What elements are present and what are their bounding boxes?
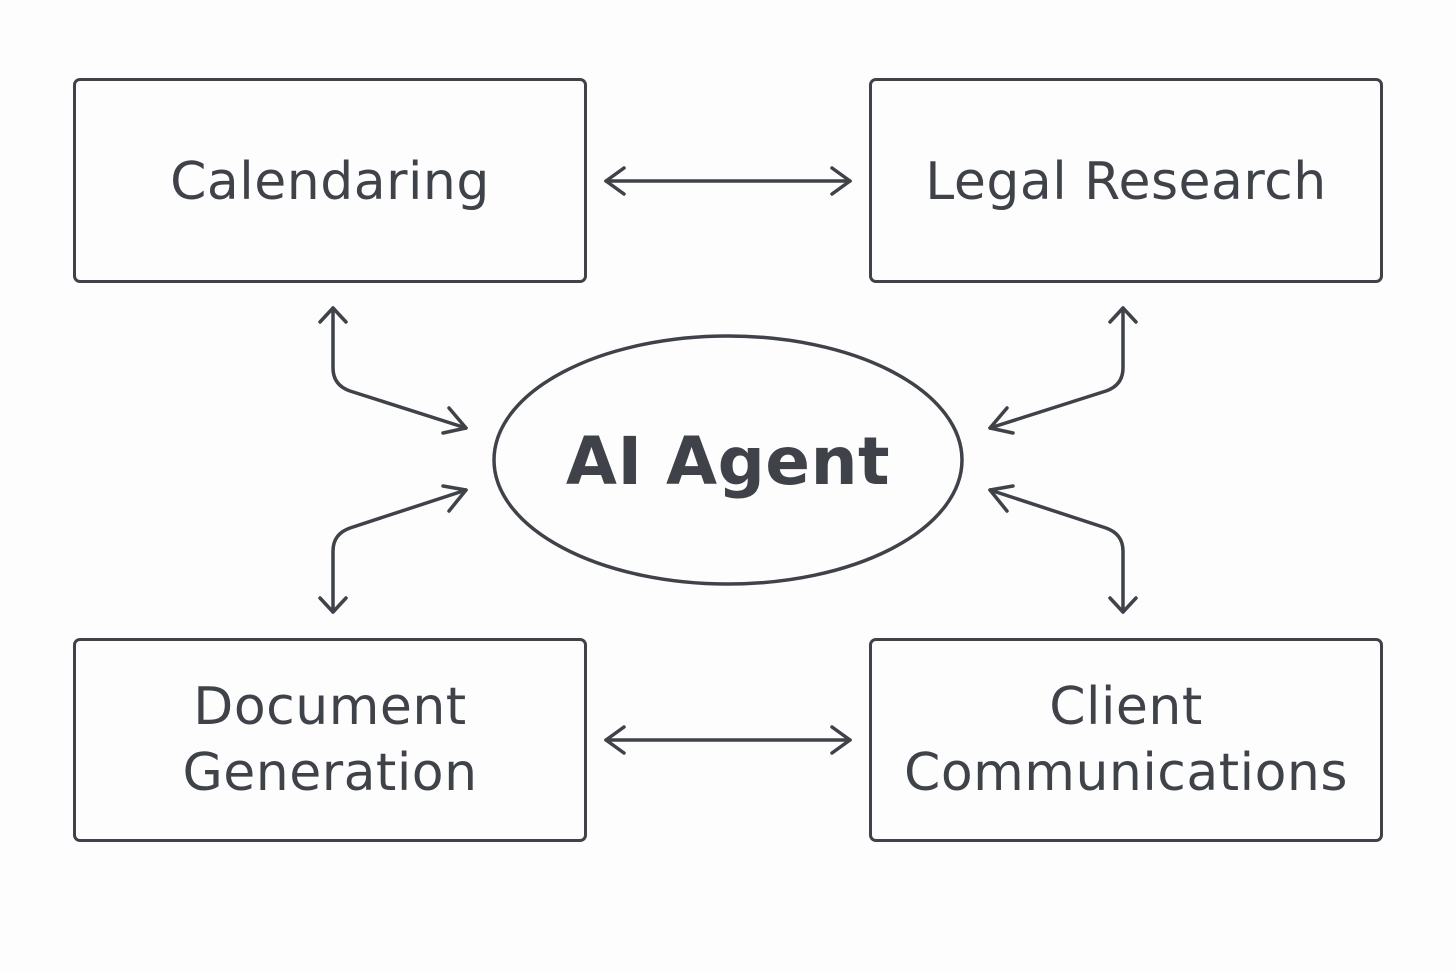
arrow-document-generation-center [318,484,468,614]
node-document-generation: Document Generation [73,638,587,842]
arrow-client-communications-center [988,484,1138,614]
node-document-generation-label: Document Generation [182,677,478,803]
arrow-calendaring-legal-research [604,166,852,196]
node-legal-research-label: Legal Research [925,151,1327,212]
node-client-communications: Client Communications [869,638,1383,842]
node-legal-research: Legal Research [869,78,1383,283]
arrow-document-generation-client-communications [604,725,852,755]
arrow-legal-research-center [988,306,1138,435]
node-calendaring: Calendaring [73,78,587,283]
center-ellipse [492,334,964,586]
node-client-communications-label: Client Communications [904,677,1348,803]
arrow-calendaring-center [318,306,468,435]
center-node-label: AI Agent [565,422,891,500]
node-calendaring-label: Calendaring [170,151,490,212]
